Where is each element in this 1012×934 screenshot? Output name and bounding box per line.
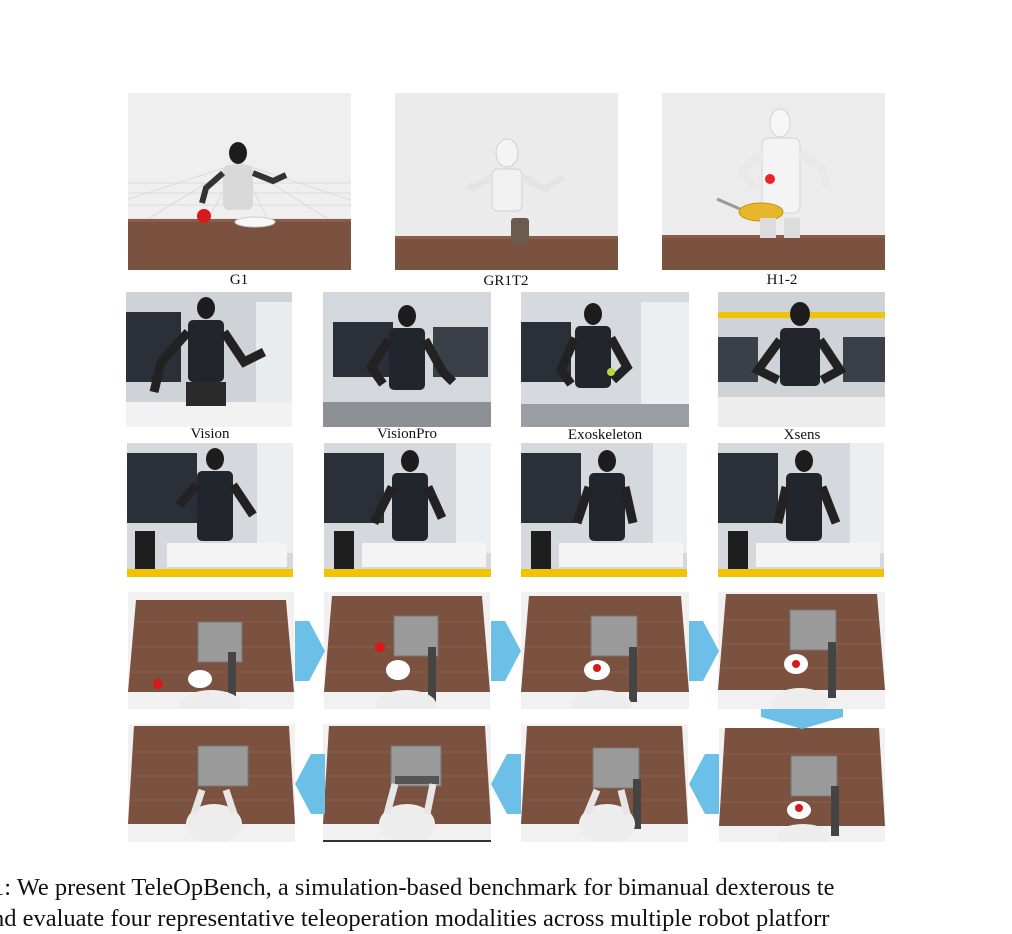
label-h12: H1-2: [766, 272, 798, 288]
arrow-left-1: [689, 754, 719, 814]
figure-caption-line-1: 1: We present TeleOpBench, a simulation-…: [0, 874, 835, 901]
arrow-right-3: [689, 621, 719, 681]
task-step-2-image: [324, 592, 490, 709]
label-g1: G1: [229, 272, 249, 288]
arrow-right-2: [491, 621, 521, 681]
real-xsens-image: [718, 292, 885, 427]
arrow-left-2: [491, 754, 521, 814]
sim-gr1t2-image: [395, 93, 618, 270]
operator-xsens-image: [718, 443, 884, 577]
operator-vision-image: [127, 443, 293, 577]
label-vision: Vision: [190, 426, 230, 442]
task-step-8-image: [128, 724, 295, 842]
real-vision-image: [126, 292, 292, 427]
task-step-5-image: [719, 728, 885, 842]
arrow-left-3: [295, 754, 325, 814]
task-step-4-image: [718, 592, 885, 709]
task-step-1-image: [128, 592, 294, 709]
arrow-down: [761, 709, 843, 729]
real-visionpro-image: [323, 292, 491, 427]
task-step-3-image: [521, 592, 689, 709]
figure-caption-line-2: nd evaluate four representative teleoper…: [0, 905, 830, 932]
arrow-right-1: [295, 621, 325, 681]
real-exoskeleton-image: [521, 292, 689, 427]
label-gr1t2: GR1T2: [483, 273, 529, 289]
task-step-7-image: [323, 724, 491, 842]
label-exoskeleton: Exoskeleton: [567, 427, 643, 443]
label-visionpro: VisionPro: [377, 426, 437, 442]
label-xsens: Xsens: [783, 427, 821, 443]
operator-visionpro-image: [324, 443, 491, 577]
sim-h12-image: [662, 93, 885, 270]
task-step-6-image: [521, 724, 688, 842]
operator-exoskeleton-image: [521, 443, 687, 577]
sim-g1-image: [128, 93, 351, 270]
